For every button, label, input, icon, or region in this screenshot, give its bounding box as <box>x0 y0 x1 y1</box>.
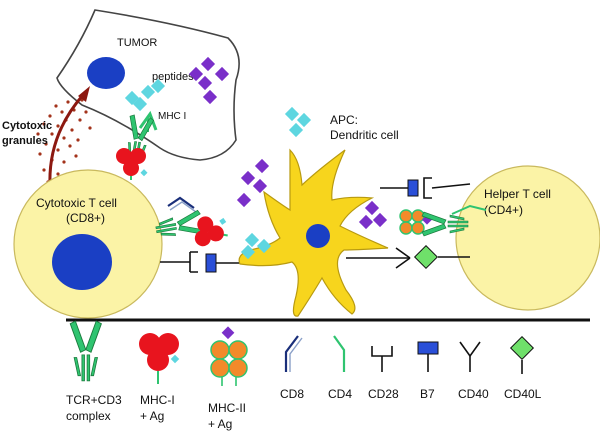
legend-tcr-label-1: TCR+CD3 <box>66 393 122 407</box>
peptide-purple <box>252 178 268 194</box>
legend-cd4-icon <box>333 335 346 372</box>
legend-mhc-ii-icon <box>210 326 248 386</box>
legend-b7-label: B7 <box>420 387 435 401</box>
peptide-cyan <box>244 232 260 248</box>
b7-ctl <box>205 253 217 273</box>
ctl-mhc-i-top <box>115 147 149 181</box>
legend-mhc-i-icon <box>139 333 180 384</box>
tumor-nucleus <box>87 57 125 89</box>
legend-mhc-ii-label-1: MHC-II <box>208 401 246 415</box>
peptide-cyan <box>288 122 304 138</box>
ctl-label-2: (CD8+) <box>66 211 105 225</box>
ctl-nucleus <box>52 234 112 290</box>
granule-arrow <box>48 94 85 187</box>
peptide-cyan <box>296 112 312 128</box>
peptide-purple <box>358 214 374 230</box>
legend-cd40l-icon <box>509 335 535 374</box>
peptide-purple <box>254 158 270 174</box>
cd28-ctl <box>160 251 198 273</box>
legend-tcr-label-2: complex <box>66 409 111 423</box>
apc-label-1: APC: <box>330 113 358 127</box>
b7-helper <box>380 179 419 197</box>
apc-mhc-i <box>192 212 232 252</box>
granules-label-1: Cytotoxic <box>2 120 52 132</box>
apc-label-2: Dendritic cell <box>330 128 399 142</box>
legend-cd40l-label: CD40L <box>504 387 542 401</box>
helper-t-cell <box>455 165 600 311</box>
cd40l-helper <box>413 244 470 270</box>
dc-nucleus <box>306 224 330 248</box>
peptide-cyan <box>284 106 300 122</box>
legend-cd28-icon <box>371 346 393 372</box>
legend-cd40-icon <box>459 341 481 372</box>
legend-tcr-icon <box>69 320 102 382</box>
legend-cd4-label: CD4 <box>328 387 352 401</box>
helper-label-1: Helper T cell <box>484 187 551 201</box>
legend-mhc-i-label-2: + Ag <box>140 409 164 423</box>
helper-mhc-ii <box>399 209 432 235</box>
cd8-coreceptor <box>167 196 197 213</box>
legend-cd8-label: CD8 <box>280 387 304 401</box>
helper-label-2: (CD4+) <box>484 203 523 217</box>
legend-cd8-icon <box>284 335 303 372</box>
legend-mhc-i-label-1: MHC-I <box>140 393 175 407</box>
cd28-helper <box>423 177 471 199</box>
peptide-purple <box>364 200 380 216</box>
granule-arrowhead <box>78 86 90 102</box>
ctl-label-1: Cytotoxic T cell <box>36 196 117 210</box>
peptide-purple <box>372 212 388 228</box>
legend-b7-icon <box>417 341 439 372</box>
peptide-purple <box>240 170 256 186</box>
tumor-title: TUMOR <box>117 37 157 49</box>
legend-mhc-ii-label-2: + Ag <box>208 417 232 431</box>
granules-label-2: granules <box>2 135 48 147</box>
peptide-purple <box>236 192 252 208</box>
legend-cd40-label: CD40 <box>458 387 489 401</box>
cd4-coreceptor <box>451 204 487 215</box>
mhc-i-label: MHC I <box>158 111 186 122</box>
cd40-apc <box>346 247 411 269</box>
peptides-label: peptides <box>152 71 194 83</box>
legend-cd28-label: CD28 <box>368 387 399 401</box>
